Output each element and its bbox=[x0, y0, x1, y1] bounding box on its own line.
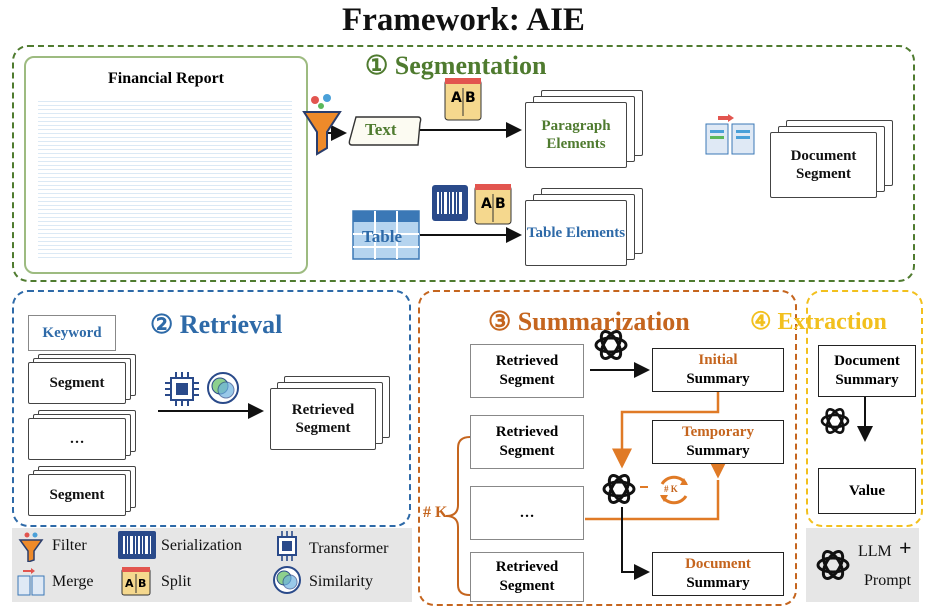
legend-similarity: Similarity bbox=[309, 573, 373, 590]
svg-text:A: A bbox=[481, 196, 492, 212]
similarity-icon bbox=[205, 370, 241, 406]
ellipsis-label: … bbox=[28, 418, 126, 460]
openai-icon bbox=[818, 404, 852, 438]
extraction-heading: ④ Extraction bbox=[750, 309, 887, 335]
svg-text:B: B bbox=[465, 90, 476, 106]
loop-label: # K bbox=[664, 484, 678, 494]
retrieval-heading: ② Retrieval bbox=[150, 310, 283, 339]
retrieved-segment-label: Retrieved Segment bbox=[270, 388, 376, 450]
summarization-heading: ③ Summarization bbox=[488, 307, 690, 336]
barcode-icon bbox=[430, 183, 470, 223]
openai-icon bbox=[592, 326, 630, 364]
chip-icon bbox=[165, 372, 199, 406]
document-segment-stack: Document Segment bbox=[770, 120, 895, 202]
merge-icon bbox=[704, 114, 756, 156]
legend-plus: + bbox=[899, 535, 912, 560]
initial-line2: Summary bbox=[686, 371, 750, 387]
extraction-panel bbox=[806, 290, 923, 527]
paragraph-elements-label: Paragraph Elements bbox=[525, 102, 627, 168]
segment-stack-2: Segment bbox=[28, 466, 138, 518]
svg-text:A: A bbox=[125, 577, 134, 590]
document-segment-label: Document Segment bbox=[770, 132, 877, 198]
retrieved-segment-stack: Retrieved Segment bbox=[270, 376, 390, 454]
funnel-icon bbox=[300, 90, 344, 160]
segment-label: Segment bbox=[28, 474, 126, 516]
table-elements-stack: Table Elements bbox=[525, 188, 645, 268]
retrieval-panel bbox=[12, 290, 411, 527]
page-title: Framework: AIE bbox=[342, 2, 585, 38]
segment-label: Segment bbox=[28, 362, 126, 404]
svg-text:B: B bbox=[495, 196, 506, 212]
temporary-line2: Summary bbox=[686, 443, 750, 459]
table-icon bbox=[352, 210, 420, 260]
merge-icon bbox=[17, 568, 45, 596]
retrieved-segment-box-1: Retrieved Segment bbox=[470, 344, 584, 398]
scroll-icon bbox=[348, 113, 422, 149]
financial-report-thumbnail: Financial Report bbox=[24, 56, 308, 274]
svg-text:A: A bbox=[451, 90, 462, 106]
svg-text:B: B bbox=[138, 577, 146, 590]
initial-line1: Initial bbox=[698, 352, 738, 368]
retrieved-segment-box-3: Retrieved Segment bbox=[470, 552, 584, 602]
segmentation-heading: ① Segmentation bbox=[365, 51, 547, 80]
legend-llm: LLM bbox=[858, 543, 892, 560]
legend-merge: Merge bbox=[52, 573, 94, 590]
document-line2: Summary bbox=[686, 575, 750, 591]
value-box: Value bbox=[818, 468, 916, 514]
legend-transformer: Transformer bbox=[309, 540, 389, 557]
report-table-lines bbox=[38, 98, 292, 258]
document-summary-box: Document Summary bbox=[652, 552, 784, 596]
table-elements-label: Table Elements bbox=[525, 200, 627, 266]
legend-prompt: Prompt bbox=[864, 572, 912, 589]
chip-icon bbox=[272, 531, 302, 561]
cycle-icon bbox=[654, 470, 694, 510]
text-label: Text bbox=[365, 120, 397, 139]
segment-stack-1: Segment bbox=[28, 354, 138, 406]
segmentation-panel bbox=[12, 45, 915, 282]
openai-icon bbox=[600, 470, 638, 508]
similarity-icon bbox=[272, 565, 302, 595]
temporary-line1: Temporary bbox=[682, 424, 754, 440]
segment-stack-ellipsis: … bbox=[28, 410, 138, 462]
k-label: # K bbox=[423, 504, 448, 521]
legend-filter: Filter bbox=[52, 537, 87, 554]
legend-panel bbox=[12, 528, 412, 602]
temporary-summary-box: Temporary Summary bbox=[652, 420, 784, 464]
openai-icon bbox=[814, 546, 852, 584]
report-title: Financial Report bbox=[108, 70, 224, 87]
keyword-box: Keyword bbox=[28, 315, 116, 351]
summarization-panel bbox=[418, 290, 797, 606]
funnel-icon bbox=[18, 532, 44, 562]
retrieved-segment-box-2: Retrieved Segment bbox=[470, 415, 584, 469]
legend-split: Split bbox=[161, 573, 192, 590]
paragraph-elements-stack: Paragraph Elements bbox=[525, 90, 645, 170]
document-line1: Document bbox=[685, 556, 751, 572]
table-label: Table bbox=[362, 227, 403, 246]
initial-summary-box: Initial Summary bbox=[652, 348, 784, 392]
document-summary-extraction-box: Document Summary bbox=[818, 345, 916, 397]
barcode-icon bbox=[117, 530, 157, 560]
legend-serialization: Serialization bbox=[161, 537, 242, 554]
ellipsis-box: … bbox=[470, 486, 584, 540]
